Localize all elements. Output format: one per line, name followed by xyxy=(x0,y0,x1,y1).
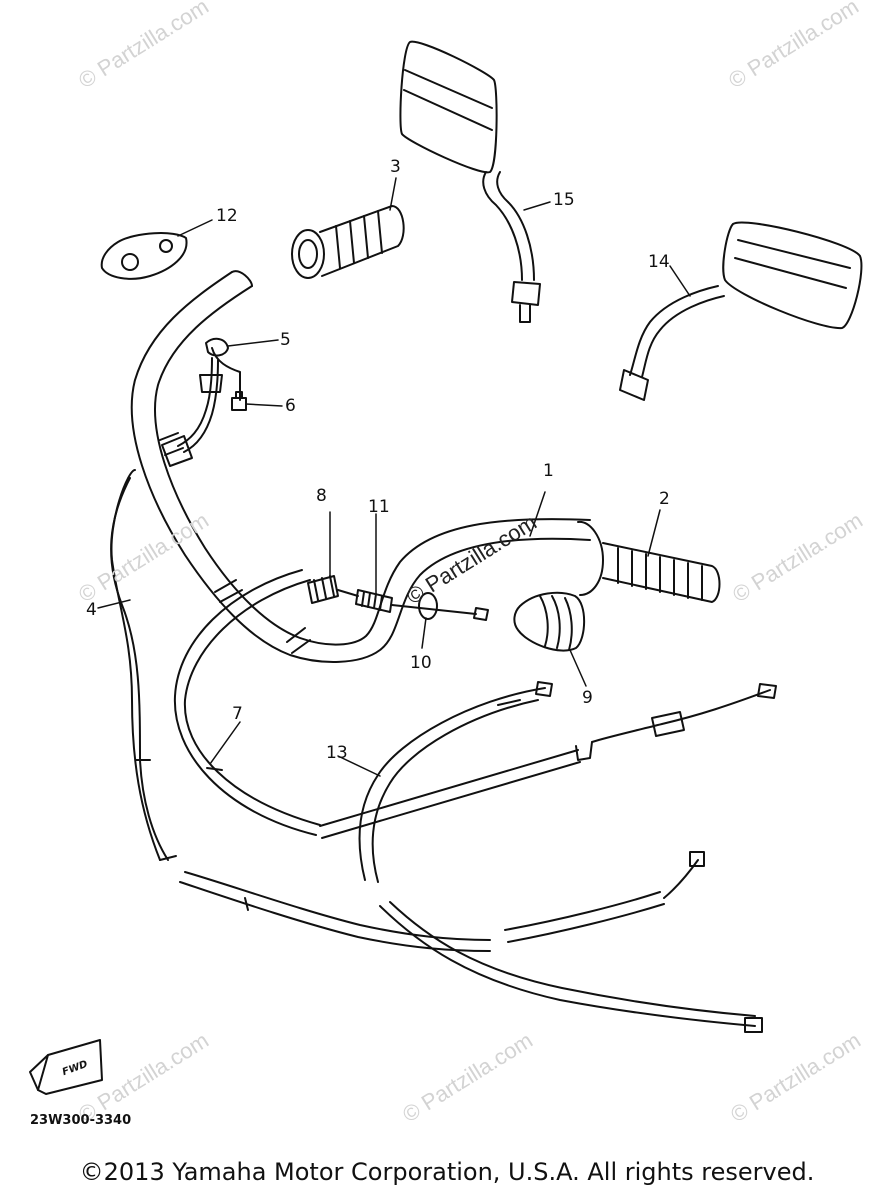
cable-4[interactable] xyxy=(110,469,177,861)
part-label-7[interactable]: 7 xyxy=(232,704,243,724)
part-label-12[interactable]: 12 xyxy=(216,206,238,226)
part-label-14[interactable]: 14 xyxy=(648,252,670,272)
grip-left[interactable] xyxy=(577,520,721,603)
part-label-8[interactable]: 8 xyxy=(316,486,327,506)
fwd-arrow-icon xyxy=(29,1039,103,1095)
part-label-5[interactable]: 5 xyxy=(280,330,291,350)
part-label-11[interactable]: 11 xyxy=(368,497,390,517)
clutch-cable[interactable] xyxy=(358,681,553,883)
part-label-10[interactable]: 10 xyxy=(410,653,432,673)
throttle-grip[interactable] xyxy=(291,205,405,279)
clamp[interactable] xyxy=(205,337,241,401)
part-label-4[interactable]: 4 xyxy=(86,600,97,620)
mirror-right[interactable] xyxy=(619,221,863,401)
part-label-2[interactable]: 2 xyxy=(659,489,670,509)
part-label-6[interactable]: 6 xyxy=(285,396,296,416)
adjuster-nut[interactable] xyxy=(355,589,393,613)
cable-guide[interactable] xyxy=(391,592,489,621)
part-label-13[interactable]: 13 xyxy=(326,743,348,763)
handlebar[interactable] xyxy=(130,270,591,663)
lower-cable-c[interactable] xyxy=(504,851,705,943)
part-label-3[interactable]: 3 xyxy=(390,157,401,177)
cable-adjuster[interactable] xyxy=(307,575,359,604)
lever-holder[interactable] xyxy=(513,591,586,652)
part-label-9[interactable]: 9 xyxy=(582,688,593,708)
brake-cable[interactable] xyxy=(319,683,777,839)
switch-cable[interactable] xyxy=(161,357,223,467)
handlebar-holder[interactable] xyxy=(100,232,188,280)
throttle-cable[interactable] xyxy=(173,569,321,836)
lower-cable-b[interactable] xyxy=(379,901,763,1033)
part-label-1[interactable]: 1 xyxy=(543,461,554,481)
copyright-notice: ©2013 Yamaha Motor Corporation, U.S.A. A… xyxy=(79,1158,815,1186)
leader-lines xyxy=(97,177,691,777)
part-label-15[interactable]: 15 xyxy=(553,190,575,210)
diagram-code: 23W300-3340 xyxy=(30,1113,132,1128)
lower-cable-a[interactable] xyxy=(179,871,491,952)
mirror-left[interactable] xyxy=(399,40,541,323)
screw[interactable] xyxy=(231,391,247,411)
